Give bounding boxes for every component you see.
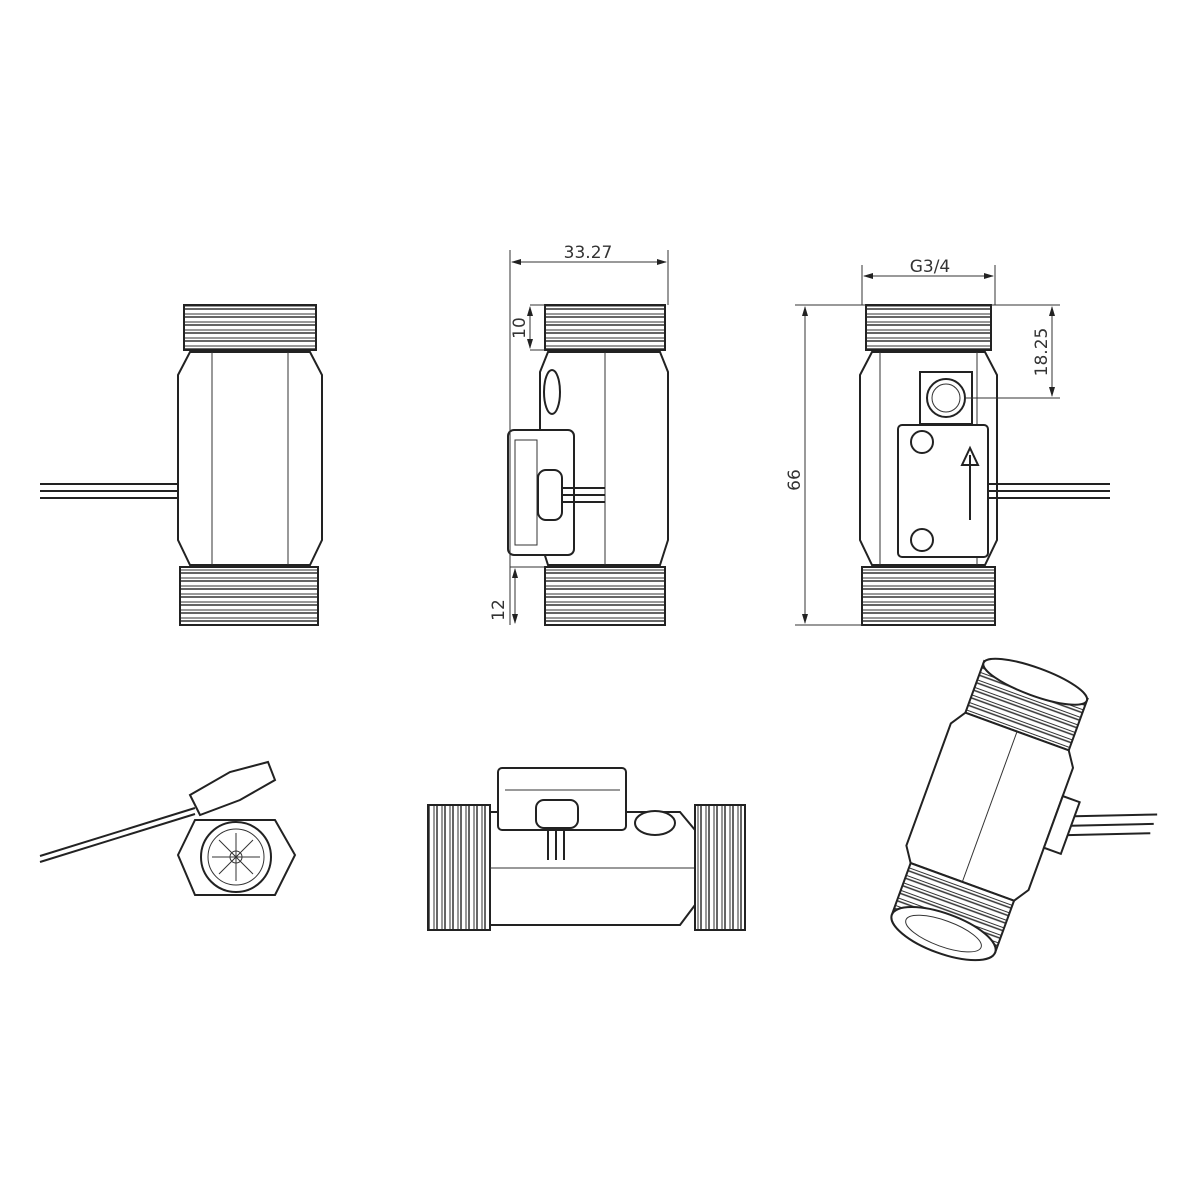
screw-icon xyxy=(910,430,934,454)
dimension-label-thread-top: 10 xyxy=(510,317,530,339)
end-view xyxy=(39,760,297,896)
bottom-thread xyxy=(179,566,319,626)
sensor-housing xyxy=(188,760,277,817)
top-thread xyxy=(183,304,317,351)
top-thread xyxy=(544,304,666,351)
hex-body xyxy=(177,351,323,566)
dimension-thread-bottom: 12 xyxy=(489,566,545,624)
dimension-label-length: 66 xyxy=(785,469,805,491)
screw-icon xyxy=(910,528,934,552)
bottom-thread xyxy=(544,566,666,626)
port-hole xyxy=(926,378,966,418)
dimension-label-thread: G3/4 xyxy=(910,257,951,277)
bottom-thread xyxy=(861,566,996,626)
bottom-side-view xyxy=(427,767,746,931)
top-thread xyxy=(865,304,992,351)
left-thread xyxy=(427,804,491,931)
dimension-label-thread-bottom: 12 xyxy=(489,599,509,621)
dimension-length: 66 xyxy=(785,304,866,626)
right-view: G3/4 66 18.25 xyxy=(785,257,1110,626)
isometric-view xyxy=(890,657,1158,962)
rotor-icon xyxy=(212,833,260,881)
pipe-opening xyxy=(890,905,997,962)
dimension-hole-offset: 18.25 xyxy=(965,304,1060,399)
dimension-thread: G3/4 xyxy=(861,257,996,305)
side-view: 33.27 10 12 xyxy=(489,243,669,626)
connector xyxy=(1042,794,1081,856)
dimension-thread-top: 10 xyxy=(510,304,545,351)
wires xyxy=(40,483,178,499)
front-view xyxy=(40,304,323,626)
dimension-label-hole-offset: 18.25 xyxy=(1032,328,1052,377)
side-port xyxy=(543,369,561,415)
right-thread xyxy=(694,804,746,931)
connector xyxy=(537,469,563,521)
flow-arrow-icon xyxy=(960,445,980,520)
dimension-width: 33.27 xyxy=(509,243,669,625)
side-port xyxy=(634,810,676,836)
dimension-label-width: 33.27 xyxy=(564,243,613,263)
connector xyxy=(535,799,579,829)
